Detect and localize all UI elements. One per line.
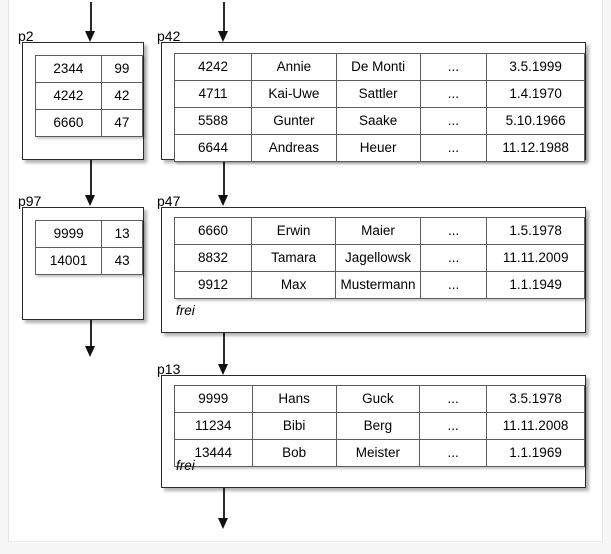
record-table-p47: 6660 Erwin Maier ... 1.5.1978 8832 Tamar…	[174, 217, 585, 299]
cell-date: 1.1.1949	[486, 271, 585, 299]
cell-firstname: Erwin	[250, 217, 337, 245]
table-row: 6660 47	[35, 109, 144, 137]
record-table-p13: 9999 Hans Guck ... 3.5.1978 11234 Bibi B…	[174, 385, 585, 467]
table-row: 4242 Annie De Monti ... 3.5.1999	[173, 53, 585, 81]
cell-more: ...	[419, 412, 488, 440]
cell-lastname: Maier	[335, 217, 421, 245]
free-space-label-p47: frei	[176, 303, 195, 318]
cell-firstname: Tamara	[250, 244, 337, 272]
cell-pointer: 13	[101, 220, 143, 248]
cell-lastname: Guck	[335, 385, 421, 413]
cell-pointer: 99	[100, 55, 144, 83]
diagram-canvas: p2 2344 99 4242 42 6660 47 p42	[8, 0, 603, 542]
cell-lastname: Jagellowsk	[335, 244, 421, 272]
cell-more: ...	[419, 107, 488, 135]
table-row: 4711 Kai-Uwe Sattler ... 1.4.1970	[173, 80, 585, 108]
table-row: 9999 Hans Guck ... 3.5.1978	[174, 385, 585, 413]
page-box-p2[interactable]: 2344 99 4242 42 6660 47	[22, 42, 144, 160]
cell-more: ...	[419, 385, 488, 413]
cell-key: 9999	[34, 220, 103, 248]
cell-firstname: Gunter	[251, 107, 337, 135]
cell-more: ...	[419, 244, 488, 272]
cell-more: ...	[419, 53, 488, 81]
cell-firstname: Bob	[251, 439, 337, 467]
cell-date: 1.5.1978	[486, 217, 585, 245]
table-row: 6660 Erwin Maier ... 1.5.1978	[174, 217, 585, 245]
table-row: 2344 99	[35, 55, 144, 83]
record-table-p2: 2344 99 4242 42 6660 47	[35, 55, 144, 137]
cell-date: 11.12.1988	[486, 134, 585, 162]
page-label-p42: p42	[157, 28, 181, 44]
cell-id: 6660	[174, 217, 252, 245]
page-box-p97[interactable]: 9999 13 14001 43	[22, 207, 144, 320]
cell-pointer: 47	[100, 109, 144, 137]
cell-firstname: Kai-Uwe	[251, 80, 337, 108]
cell-date: 3.5.1999	[486, 53, 585, 81]
table-row: 9912 Max Mustermann ... 1.1.1949	[174, 271, 585, 299]
cell-lastname: Berg	[335, 412, 421, 440]
table-row: 14001 43	[34, 247, 143, 275]
cell-id: 5588	[173, 107, 253, 135]
cell-id: 6644	[173, 134, 253, 162]
table-row: 11234 Bibi Berg ... 11.11.2008	[174, 412, 585, 440]
cell-id: 9912	[174, 271, 252, 299]
cell-lastname: Mustermann	[335, 271, 421, 299]
cell-more: ...	[419, 271, 488, 299]
cell-pointer: 42	[100, 82, 144, 110]
cell-key: 4242	[35, 82, 102, 110]
page-label-p47: p47	[157, 193, 181, 209]
cell-firstname: Max	[250, 271, 337, 299]
table-row: 6644 Andreas Heuer ... 11.12.1988	[173, 134, 585, 162]
cell-lastname: Heuer	[335, 134, 421, 162]
cell-date: 11.11.2009	[486, 244, 585, 272]
table-row: 8832 Tamara Jagellowsk ... 11.11.2009	[174, 244, 585, 272]
page-label-p2: p2	[18, 28, 34, 44]
cell-date: 5.10.1966	[486, 107, 585, 135]
table-row: 5588 Gunter Saake ... 5.10.1966	[173, 107, 585, 135]
cell-key: 2344	[35, 55, 102, 83]
cell-firstname: Annie	[251, 53, 337, 81]
cell-date: 3.5.1978	[486, 385, 585, 413]
cell-firstname: Andreas	[251, 134, 337, 162]
record-table-p42: 4242 Annie De Monti ... 3.5.1999 4711 Ka…	[173, 53, 585, 162]
cell-date: 11.11.2008	[486, 412, 585, 440]
cell-more: ...	[419, 134, 488, 162]
cell-id: 8832	[174, 244, 252, 272]
cell-key: 6660	[35, 109, 102, 137]
cell-date: 1.4.1970	[486, 80, 585, 108]
page-box-p47[interactable]: 6660 Erwin Maier ... 1.5.1978 8832 Tamar…	[161, 207, 586, 333]
cell-pointer: 43	[101, 247, 143, 275]
cell-more: ...	[419, 217, 488, 245]
record-table-p97: 9999 13 14001 43	[34, 220, 143, 275]
cell-date: 1.1.1969	[486, 439, 585, 467]
cell-id: 4242	[173, 53, 253, 81]
table-row: 9999 13	[34, 220, 143, 248]
cell-lastname: De Monti	[335, 53, 421, 81]
cell-more: ...	[419, 80, 488, 108]
page-box-p42[interactable]: 4242 Annie De Monti ... 3.5.1999 4711 Ka…	[161, 42, 586, 162]
cell-lastname: Saake	[335, 107, 421, 135]
page-label-p97: p97	[18, 193, 42, 209]
cell-more: ...	[419, 439, 488, 467]
page-box-p13[interactable]: 9999 Hans Guck ... 3.5.1978 11234 Bibi B…	[161, 375, 586, 488]
table-row: 13444 Bob Meister ... 1.1.1969	[174, 439, 585, 467]
cell-firstname: Hans	[251, 385, 337, 413]
cell-id: 4711	[173, 80, 253, 108]
cell-lastname: Sattler	[335, 80, 421, 108]
free-space-label-p13: frei	[176, 458, 195, 473]
cell-id: 9999	[174, 385, 253, 413]
cell-key: 14001	[34, 247, 103, 275]
cell-lastname: Meister	[335, 439, 421, 467]
cell-id: 11234	[174, 412, 253, 440]
cell-firstname: Bibi	[251, 412, 337, 440]
table-row: 4242 42	[35, 82, 144, 110]
page-label-p13: p13	[157, 361, 181, 377]
